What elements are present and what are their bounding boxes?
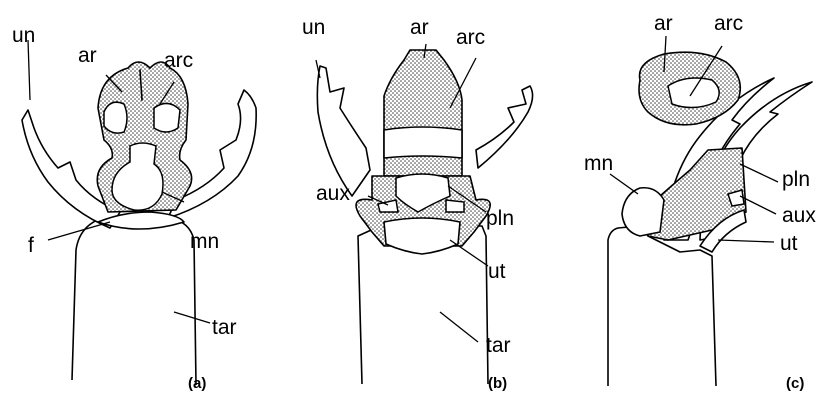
label-tar-b: tar xyxy=(486,334,511,357)
label-f-a: f xyxy=(28,234,34,257)
unguitractor-b xyxy=(384,218,460,254)
caption-a: (a) xyxy=(188,375,206,392)
label-pln-b: pln xyxy=(486,207,514,230)
right-claw-b xyxy=(476,86,533,168)
label-arc-b: arc xyxy=(456,26,485,49)
label-ut-c: ut xyxy=(780,232,798,255)
caption-c: (c) xyxy=(786,375,804,392)
window-left-a xyxy=(104,102,127,133)
label-ut-b: ut xyxy=(488,260,506,283)
label-aux-c: aux xyxy=(782,204,816,227)
aux-right-b xyxy=(446,200,464,212)
label-pln-c: pln xyxy=(782,168,810,191)
label-aux-b: aux xyxy=(316,182,350,205)
label-un-a: un xyxy=(12,24,35,47)
panel-b: un ar arc aux pln ut tar (b) xyxy=(302,16,533,392)
left-claw-b xyxy=(317,66,370,196)
leader-ut-c xyxy=(718,240,774,242)
arc-band-b xyxy=(384,127,462,158)
tarsus-a xyxy=(72,216,196,385)
label-arc-c: arc xyxy=(714,12,743,35)
label-mn-c: mn xyxy=(584,152,613,175)
leader-pln-c xyxy=(740,164,778,182)
label-ar-c: ar xyxy=(654,12,673,35)
panel-a: un ar arc mn f tar (a) xyxy=(12,24,256,392)
arc-window-c xyxy=(668,78,719,108)
tarsus-c xyxy=(608,226,716,386)
label-tar-a: tar xyxy=(212,316,237,339)
leader-un-a xyxy=(28,40,30,100)
label-un-b: un xyxy=(302,16,325,39)
window-right-a xyxy=(154,103,180,132)
label-arc-a: arc xyxy=(164,49,193,72)
panel-c: ar arc mn pln aux ut (c) xyxy=(584,12,816,392)
label-ar-a: ar xyxy=(78,44,97,67)
caption-b: (b) xyxy=(488,375,507,392)
label-mn-a: mn xyxy=(190,230,219,253)
manubrium-c xyxy=(622,188,664,236)
label-ar-b: ar xyxy=(410,16,429,39)
leader-mn-c xyxy=(610,174,638,194)
